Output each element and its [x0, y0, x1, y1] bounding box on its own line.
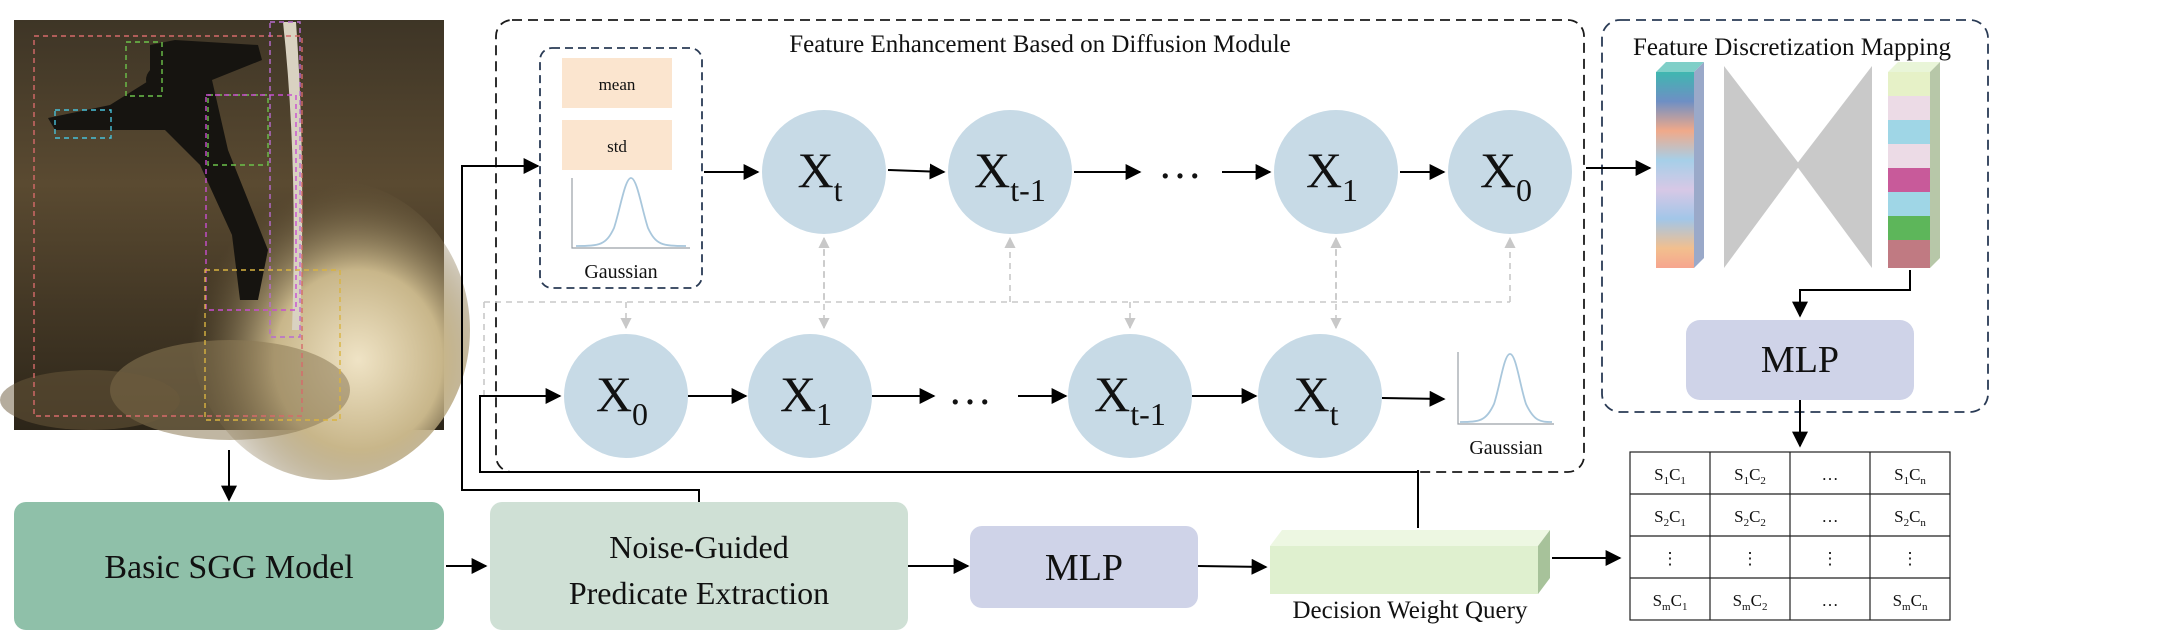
- svg-text:Xt-1: Xt-1: [1094, 366, 1166, 432]
- score-table-cell: S2C2: [1734, 507, 1766, 529]
- noise-guided-box: [490, 502, 908, 630]
- node-base: X: [974, 142, 1010, 198]
- forward-node-x1: X1: [1274, 110, 1398, 234]
- mean-box: [562, 58, 672, 108]
- decision-weight-query-block: [1270, 530, 1550, 594]
- arrow-mlp-to-query: [1197, 558, 1268, 575]
- score-table-cell: S2C1: [1654, 507, 1686, 529]
- discretization-mlp-box: [1686, 320, 1914, 400]
- reverse-node-xt: Xt: [1258, 334, 1382, 458]
- diffusion-module-title: Feature Enhancement Based on Diffusion M…: [789, 31, 1291, 58]
- svg-text:X1: X1: [780, 366, 832, 432]
- node-subscript: 1: [816, 396, 832, 432]
- node-base: X: [1480, 142, 1516, 198]
- score-table-cell: S2Cn: [1894, 507, 1926, 529]
- pipeline-mlp-label: MLP: [1045, 547, 1123, 589]
- reverse-ellipsis: …: [948, 365, 992, 414]
- discrete-feature-bar: [1888, 62, 1940, 268]
- svg-text:X1: X1: [1306, 142, 1358, 208]
- score-table-cell: S1C1: [1654, 465, 1686, 487]
- score-table-cell: …: [1822, 465, 1839, 484]
- std-box: [562, 120, 672, 170]
- gaussian-label-bottom: Gaussian: [1469, 437, 1542, 459]
- decision-weight-query-label: Decision Weight Query: [1293, 597, 1528, 624]
- node-base: X: [1294, 366, 1330, 422]
- node-subscript: 0: [632, 396, 648, 432]
- noise-guided-label-line2: Predicate Extraction: [569, 575, 829, 611]
- reverse-chain: X0 X1 Xt-1 Xt …: [564, 334, 1446, 458]
- svg-text:Xt: Xt: [798, 142, 843, 208]
- score-table-cell: ⋮: [1822, 549, 1839, 568]
- node-subscript: 1: [1342, 172, 1358, 208]
- arrow-xt-to-gaussian: [1381, 390, 1446, 407]
- basic-sgg-label: Basic SGG Model: [104, 549, 353, 586]
- forward-node-xt: Xt: [762, 110, 886, 234]
- discretization-frame: [1601, 19, 1989, 413]
- arrow-query-to-diffusion-bottom: [479, 388, 1419, 528]
- node-subscript: t-1: [1010, 172, 1046, 208]
- svg-text:Xt: Xt: [1294, 366, 1339, 432]
- arrow-xt-to-xt1: [887, 163, 946, 180]
- node-base: X: [596, 366, 632, 422]
- score-table-cell: SmC2: [1733, 591, 1768, 613]
- score-table-cell: S1Cn: [1894, 465, 1926, 487]
- basic-sgg-box: [14, 502, 444, 630]
- forward-ellipsis: …: [1158, 139, 1202, 188]
- svg-text:Xt-1: Xt-1: [974, 142, 1046, 208]
- discretization-title: Feature Discretization Mapping: [1633, 34, 1951, 61]
- encoder-shape: [1724, 66, 1800, 268]
- surfer-photo: [0, 20, 470, 480]
- forward-chain: Xt Xt-1 X1 X0 …: [704, 110, 1572, 234]
- dashed-connectors: [483, 236, 1516, 396]
- gaussian-plot-bottom: [1457, 352, 1554, 425]
- score-table-cell: ⋮: [1742, 549, 1759, 568]
- node-subscript: t-1: [1130, 396, 1166, 432]
- score-table-cell: S1C2: [1734, 465, 1766, 487]
- score-table-cell: …: [1822, 507, 1839, 526]
- score-table-cell: ⋮: [1902, 549, 1919, 568]
- continuous-feature-bar: [1656, 62, 1704, 268]
- reverse-node-xt-1: Xt-1: [1068, 334, 1192, 458]
- discretization-mlp-label: MLP: [1761, 339, 1839, 381]
- mean-label: mean: [599, 75, 636, 94]
- noise-parameter-box: [539, 47, 703, 289]
- gaussian-plot-top: [571, 177, 690, 249]
- node-subscript: 0: [1516, 172, 1532, 208]
- forward-node-xt-1: Xt-1: [948, 110, 1072, 234]
- score-table-cell: …: [1822, 591, 1839, 610]
- score-table-cell: ⋮: [1662, 549, 1679, 568]
- gaussian-label-top: Gaussian: [584, 261, 657, 283]
- node-base: X: [798, 142, 834, 198]
- node-base: X: [1306, 142, 1342, 198]
- std-label: std: [607, 137, 627, 156]
- node-base: X: [1094, 366, 1130, 422]
- noise-guided-label-line1: Noise-Guided: [609, 529, 789, 565]
- pipeline-mlp-box: [970, 526, 1198, 608]
- score-table-cell: SmC1: [1653, 591, 1688, 613]
- arrow-noise-to-diffusion-top: [461, 158, 700, 502]
- svg-text:X0: X0: [596, 366, 648, 432]
- decoder-shape: [1796, 66, 1872, 268]
- node-subscript: t: [834, 172, 843, 208]
- node-subscript: t: [1330, 396, 1339, 432]
- node-base: X: [780, 366, 816, 422]
- reverse-node-x1: X1: [748, 334, 872, 458]
- svg-text:X0: X0: [1480, 142, 1532, 208]
- forward-node-x0: X0: [1448, 110, 1572, 234]
- reverse-node-x0: X0: [564, 334, 688, 458]
- arrow-discrete-to-mlp: [1792, 270, 1911, 318]
- score-table-cell: SmCn: [1893, 591, 1928, 613]
